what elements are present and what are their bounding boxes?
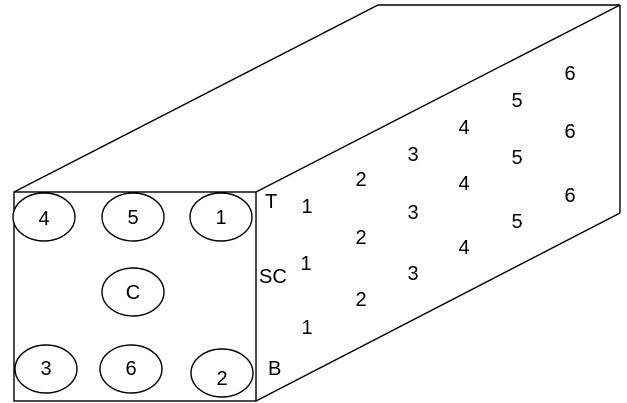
row-labels: T SC B	[259, 191, 287, 380]
circle-6: 6	[99, 344, 163, 394]
side-top-1: 1	[301, 196, 312, 218]
side-top-2: 2	[355, 169, 366, 191]
side-face-bottom-row: 1 2 3 4 5 6	[301, 185, 575, 339]
side-bottom-5: 5	[511, 211, 522, 233]
front-face-circles: 4 5 1 C 3 6 2	[12, 192, 254, 398]
circle-2-label: 2	[216, 368, 227, 390]
side-bottom-3: 3	[407, 263, 418, 285]
circle-3: 3	[14, 344, 78, 394]
front-face	[13, 191, 257, 402]
side-top-3: 3	[407, 144, 418, 166]
side-middle-5: 5	[511, 147, 522, 169]
row-label-top: T	[265, 191, 277, 213]
circle-4: 4	[12, 192, 76, 242]
side-middle-3: 3	[407, 202, 418, 224]
row-label-bottom: B	[268, 358, 281, 380]
circle-2: 2	[190, 348, 254, 398]
circle-6-label: 6	[125, 358, 136, 380]
side-bottom-4: 4	[458, 237, 469, 259]
circle-5: 5	[101, 192, 165, 242]
row-label-sc: SC	[259, 266, 287, 288]
side-bottom-1: 1	[301, 317, 312, 339]
circle-c: C	[101, 267, 165, 317]
circle-1: 1	[189, 192, 253, 242]
side-top-5: 5	[511, 90, 522, 112]
side-bottom-6: 6	[564, 185, 575, 207]
circle-4-label: 4	[38, 208, 49, 230]
circle-c-label: C	[126, 282, 140, 304]
side-top-4: 4	[458, 117, 469, 139]
side-face-middle-row: 1 2 3 4 5 6	[300, 121, 575, 275]
bottom-right-edge	[255, 212, 621, 402]
side-middle-6: 6	[564, 121, 575, 143]
top-right-edge	[255, 4, 621, 193]
side-middle-2: 2	[355, 227, 366, 249]
circle-5-label: 5	[127, 207, 138, 229]
side-bottom-2: 2	[355, 289, 366, 311]
side-middle-1: 1	[300, 253, 311, 275]
side-face-top-row: 1 2 3 4 5 6	[301, 63, 575, 218]
side-top-6: 6	[564, 63, 575, 85]
circle-3-label: 3	[40, 358, 51, 380]
side-middle-4: 4	[458, 173, 469, 195]
box-outline	[13, 4, 621, 402]
circle-1-label: 1	[215, 207, 226, 229]
top-left-edge	[13, 4, 379, 193]
